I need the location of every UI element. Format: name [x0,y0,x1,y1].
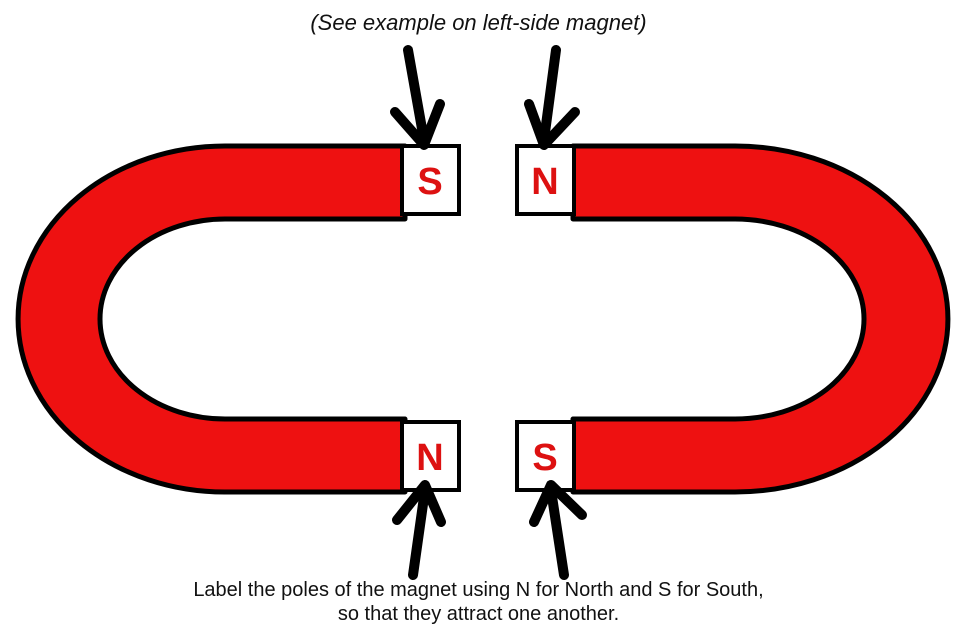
left-bottom-pole-box [400,420,461,492]
arrow-down-right-icon [524,45,580,150]
left-magnet-body [15,143,408,495]
right-bottom-pole-label: S [532,437,557,479]
left-top-pole-label: S [417,161,442,203]
left-bottom-pole-label: N [416,437,443,479]
instructions-line-2: so that they attract one another. [337,603,620,625]
arrow-down-left-icon [390,45,445,150]
instructions: Label the poles of the magnet using N fo… [0,578,957,626]
right-magnet-body [570,143,951,495]
left-top-pole-box [400,144,461,216]
arrow-up-left-icon [392,480,446,580]
instructions-line-1: Label the poles of the magnet using N fo… [193,579,764,601]
right-top-pole-label: N [531,161,558,203]
example-caption: (See example on left-side magnet) [310,10,647,35]
arrow-up-right-icon [529,480,587,580]
